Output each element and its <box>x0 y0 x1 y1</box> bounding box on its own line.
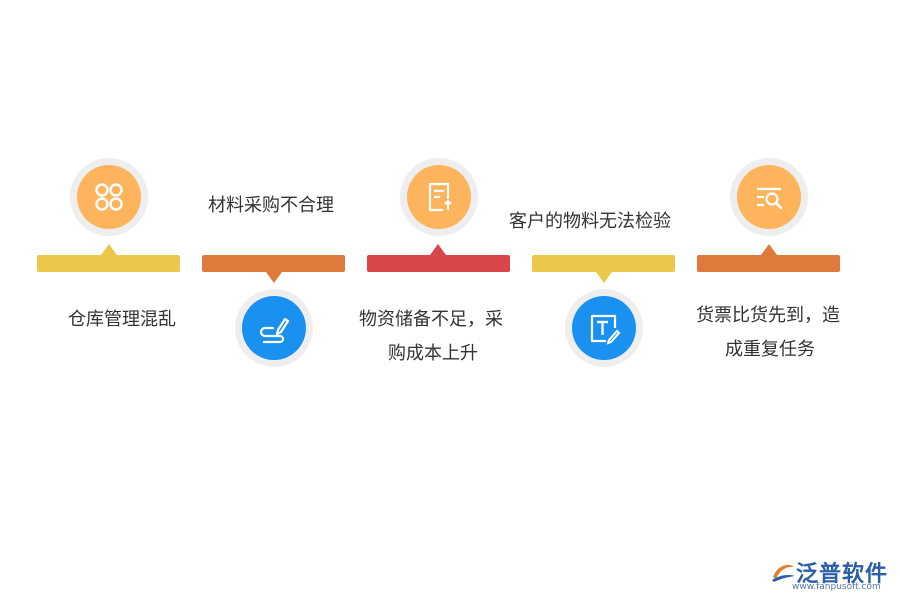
step-4-icon-circle <box>572 296 636 360</box>
step-5-icon-circle <box>737 165 801 229</box>
step-3-label-line-2: 购成本上升 <box>388 343 478 364</box>
grid-icon <box>95 183 123 211</box>
brand-logo-icon <box>772 564 795 582</box>
brand-logo: 泛普软件 <box>770 556 888 588</box>
step-1-label: 仓库管理混乱 <box>68 309 176 330</box>
step-2-icon-circle <box>242 296 306 360</box>
search-list-icon <box>757 187 783 210</box>
step-4-label: 客户的物料无法检验 <box>509 211 671 232</box>
timeline-bar-2 <box>202 255 345 272</box>
pointer-4 <box>596 272 612 283</box>
step-1-icon-circle <box>77 165 141 229</box>
step-3-icon-halo <box>400 158 478 236</box>
brand-logo-name: 泛普软件 <box>796 562 889 587</box>
pen-path-icon <box>259 317 290 344</box>
step-5-label-line-2: 成重复任务 <box>725 339 815 360</box>
timeline-bar-3 <box>367 255 510 272</box>
pointer-5 <box>761 244 777 255</box>
step-4-icon-halo <box>565 289 643 367</box>
step-2-label: 材料采购不合理 <box>208 195 334 216</box>
step-1-icon-halo <box>70 158 148 236</box>
step-3-label-line-1: 物资储备不足，采 <box>359 309 503 330</box>
timeline-bar-5 <box>697 255 840 272</box>
pointer-1 <box>101 244 117 255</box>
step-5-icon-halo <box>730 158 808 236</box>
step-2-icon-halo <box>235 289 313 367</box>
brand-logo-url: www.fanpusoft.com <box>792 582 881 592</box>
timeline-bar-4 <box>532 255 675 272</box>
document-upload-icon <box>428 182 452 212</box>
step-3-icon-circle <box>407 165 471 229</box>
step-5-label-line-1: 货票比货先到，造 <box>696 305 840 326</box>
pointer-2 <box>266 272 282 283</box>
timeline-bar-1 <box>37 255 180 272</box>
pointer-3 <box>430 244 446 255</box>
text-edit-icon <box>590 314 621 345</box>
